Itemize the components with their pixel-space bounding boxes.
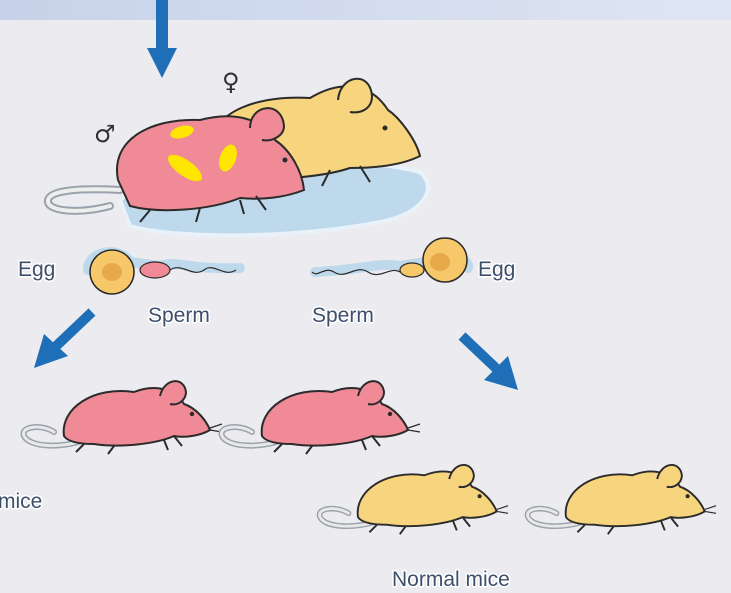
sperm-label-left: Sperm [148,304,210,327]
egg-label-left: Egg [18,258,55,281]
egg-label-right: Egg [478,258,515,281]
normal-yellow-mouse [320,465,509,534]
mice-label-left: mice [0,490,42,513]
right-egg-sperm [312,238,468,282]
male-symbol: ♂ [94,120,116,148]
normal-mice-label: Normal mice [392,568,510,591]
normal-yellow-mouse [528,465,717,534]
offspring-pink-mouse [222,381,420,454]
arrow-down-right [462,336,518,390]
left-egg-sperm [88,250,240,294]
female-symbol: ♀ [222,68,240,96]
offspring-pink-mouse [24,381,222,454]
arrow-down-left [34,312,92,368]
top-band [0,0,731,20]
sperm-label-right: Sperm [312,304,374,327]
